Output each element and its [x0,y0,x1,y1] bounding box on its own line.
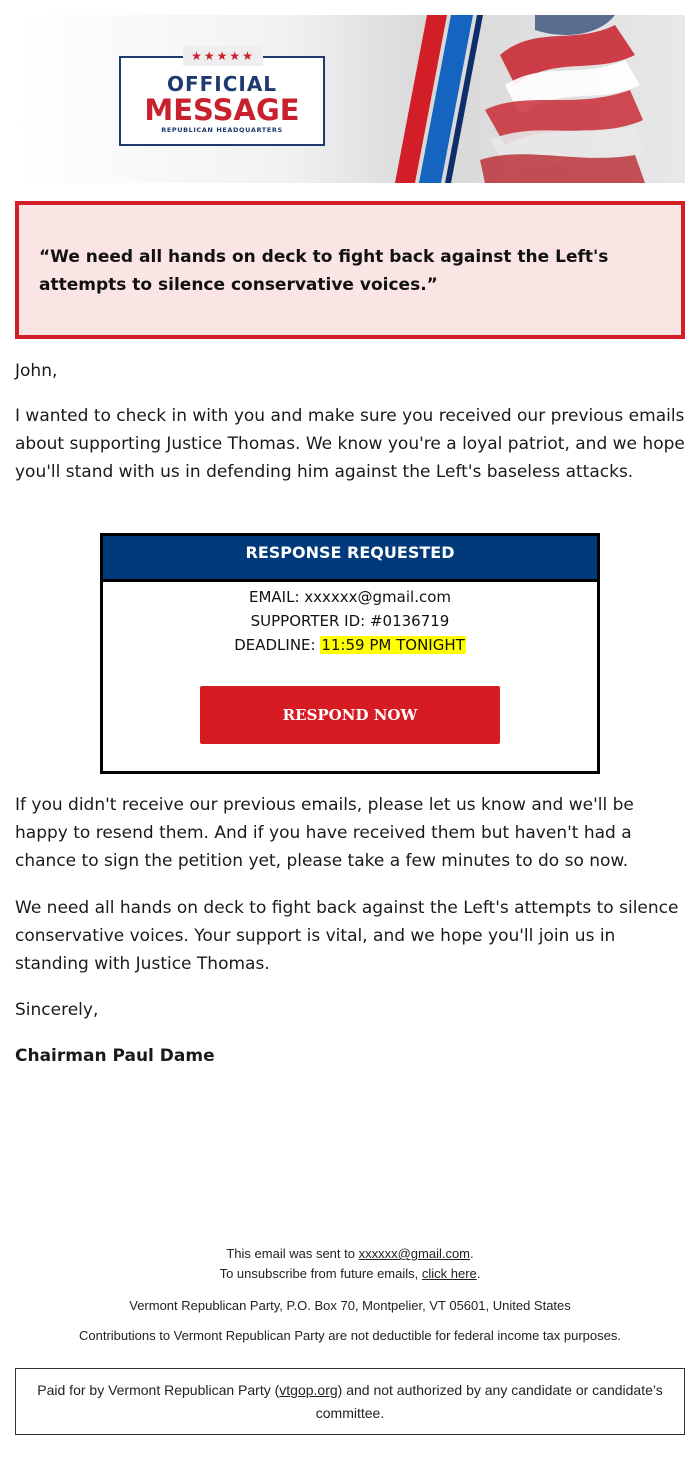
email-line: EMAIL: xxxxxx@gmail.com [248,588,451,606]
logo-subtitle: REPUBLICAN HEADQUARTERS [161,126,283,134]
vtgop-link[interactable]: vtgop.org [279,1382,338,1398]
footer-sent-suffix: . [470,1246,474,1261]
quote-callout: “We need all hands on deck to fight back… [15,201,685,339]
red-stripe [395,15,447,183]
stars-icon: ★★★★★ [183,46,263,66]
logo-official-text: OFFICIAL [166,72,278,96]
deadline-value: 11:59 PM TONIGHT [320,636,466,654]
footer-email-link[interactable]: xxxxxx@gmail.com [358,1246,471,1261]
closing: Sincerely, [15,1000,99,1020]
paid-for-disclaimer: Paid for by Vermont Republican Party (vt… [15,1368,685,1435]
paragraph-resend: If you didn't receive our previous email… [15,795,634,871]
paragraph-intro: I wanted to check in with you and make s… [15,406,685,482]
response-requested-box: RESPONSE REQUESTED EMAIL: xxxxxx@gmail.c… [100,533,600,774]
footer-sent-prefix: This email was sent to [226,1246,359,1261]
waving-flag [480,15,647,183]
flag-image [395,15,647,183]
blue-stripe [419,15,473,183]
footer-address: Vermont Republican Party, P.O. Box 70, M… [129,1298,571,1313]
paid-prefix: Paid for by Vermont Republican Party ( [37,1382,280,1398]
deadline-line: DEADLINE: 11:59 PM TONIGHT [103,633,597,657]
footer-sent-to: This email was sent to xxxxxx@gmail.com. [0,1244,700,1263]
respond-now-button[interactable]: RESPOND NOW [200,686,500,744]
signature: Chairman Paul Dame [15,1046,215,1066]
unsubscribe-link[interactable]: click here [421,1266,477,1281]
footer-contributions: Contributions to Vermont Republican Part… [79,1328,621,1343]
logo-message-text: MESSAGE [144,93,300,127]
paragraph-support: We need all hands on deck to fight back … [15,898,679,974]
paid-suffix: ) and not authorized by any candidate or… [315,1382,663,1421]
footer-unsub-suffix: . [476,1266,481,1281]
response-box-title: RESPONSE REQUESTED [103,536,597,582]
greeting: John, [15,361,58,381]
footer-unsub-prefix: To unsubscribe from future emails, [219,1266,422,1281]
quote-text: “We need all hands on deck to fight back… [39,247,609,295]
footer-unsubscribe: To unsubscribe from future emails, click… [0,1264,700,1283]
supporter-id-line: SUPPORTER ID: #0136719 [250,612,450,630]
official-message-logo: ★★★★★ OFFICIAL MESSAGE REPUBLICAN HEADQU… [119,46,325,146]
navy-stripe [445,15,483,183]
deadline-label: DEADLINE: [234,636,321,654]
header-banner: ★★★★★ OFFICIAL MESSAGE REPUBLICAN HEADQU… [15,15,685,183]
